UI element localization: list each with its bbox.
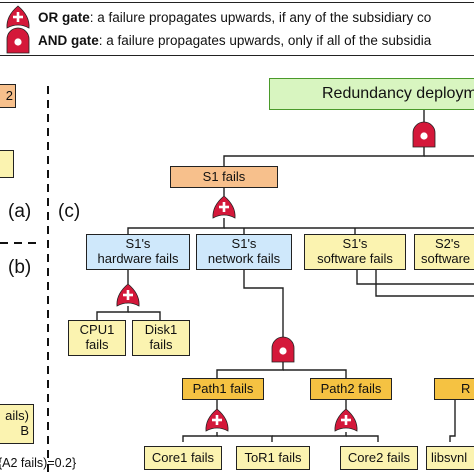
root-node: Redundancy deploym [269,78,474,110]
path1-node: Path1 fails [182,378,264,400]
or-gate-icon [116,283,140,307]
left-fragment-box-mid [0,150,14,178]
s1-fails-label: S1 fails [202,168,246,184]
or-gate-icon [212,195,236,219]
legend-and-desc: : a failure propagates upwards, only if … [98,33,432,48]
legend-box [0,2,474,56]
path2-label: Path2 fails [320,380,382,396]
s2-software-node: S2's software [414,234,474,270]
cpu1-node: CPU1 fails [68,320,126,356]
path2-node: Path2 fails [310,378,392,400]
r-fragment-node: R [434,378,474,400]
path1-label: Path1 fails [192,380,254,396]
or-gate-icon [334,408,358,432]
legend-and-title: AND gate [38,33,99,48]
s1-fails-node: S1 fails [170,166,278,188]
tor1-label: ToR1 fails [244,449,302,465]
legend-or-title: OR gate [38,10,90,25]
tor1-node: ToR1 fails [236,446,310,470]
disk1-node: Disk1 fails [132,320,190,356]
label-a: (a) [8,201,32,222]
disk1-line2: fails [149,337,173,352]
left-fragment-b: B [20,423,29,438]
legend-and-row: AND gate: a failure propagates upwards, … [38,33,431,48]
s1-hardware-line2: hardware fails [97,251,179,266]
left-fragment-top-text: 2 [5,87,13,103]
core1-label: Core1 fails [151,449,215,465]
s1-hardware-node: S1's hardware fails [86,234,190,270]
and-gate-icon [271,336,295,363]
label-b: (b) [8,257,32,278]
s1-network-node: S1's network fails [196,234,292,270]
legend-or-desc: : a failure propagates upwards, if any o… [89,10,432,25]
legend-or-row: OR gate: a failure propagates upwards, i… [38,10,431,25]
s1-network-line1: S1's [231,236,257,252]
s1-software-line2: software fails [317,251,393,266]
left-fragment-prob: {A2 fails)=0.2} [0,456,77,470]
label-c: (c) [58,201,81,222]
s1-software-node: S1's software fails [304,234,406,270]
left-fragment-box-top: 2 [0,84,16,108]
s2-software-line2: software [421,251,471,266]
or-gate-icon [205,408,229,432]
s1-hardware-line1: S1's [125,236,151,252]
core1-node: Core1 fails [144,446,222,470]
left-fragment-fails: ails) [5,408,29,424]
and-gate-icon [412,121,436,148]
disk1-line1: Disk1 [144,322,178,338]
core2-label: Core2 fails [347,449,411,465]
s2-software-line1: S2's [435,236,460,252]
core2-node: Core2 fails [340,446,418,470]
cpu1-line1: CPU1 [79,322,115,338]
s1-software-line1: S1's [342,236,368,252]
left-fragment-box-bottom: ails) B [0,404,34,444]
root-label: Redundancy deploym [322,84,474,102]
s1-network-line2: network fails [207,251,281,266]
r-fragment-label: R [461,380,471,396]
libsvn-node: libsvnl [426,446,474,470]
cpu1-line2: fails [85,337,109,352]
libsvn-label: libsvnl [431,449,468,465]
